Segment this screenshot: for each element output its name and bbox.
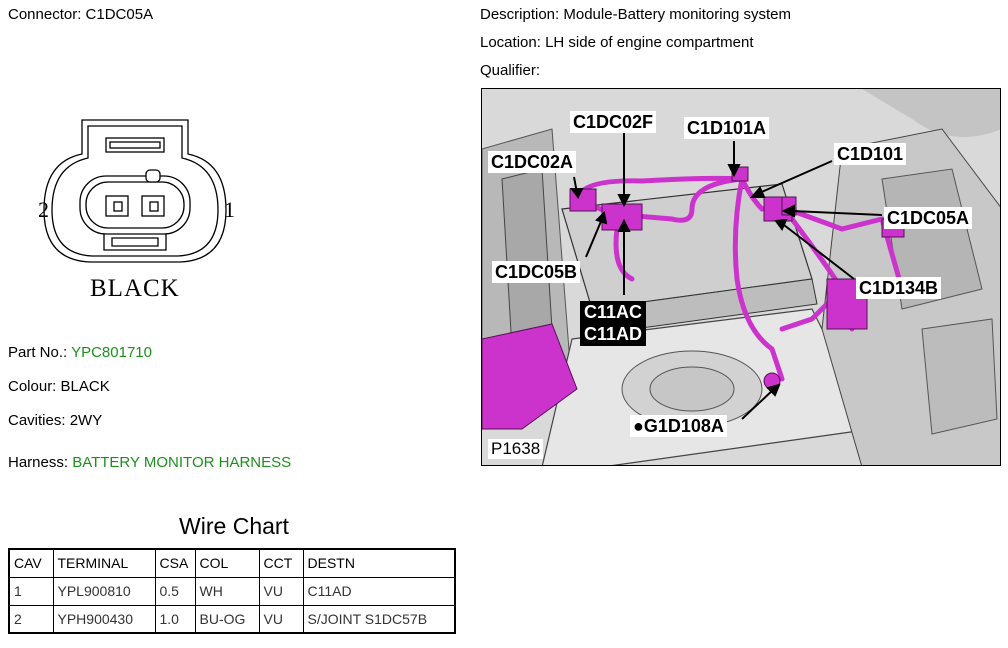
part-number-value[interactable]: YPC801710 xyxy=(71,344,152,361)
cell-col: WH xyxy=(194,576,260,606)
callout-c11ad: C11AD xyxy=(580,323,647,346)
cavities-line: Cavities: 2WY xyxy=(8,412,102,430)
callout-c1d101: C1D101 xyxy=(834,143,907,165)
wire-chart-table: CAV TERMINAL CSA COL CCT DESTN 1 YPL9008… xyxy=(8,548,456,634)
colour-label: Colour: xyxy=(8,378,57,395)
cell-destn: S/JOINT S1DC57B xyxy=(302,604,456,634)
connector-label: Connector: xyxy=(8,6,82,23)
callout-c1dc05b: C1DC05B xyxy=(492,261,581,283)
callout-c1dc05a: C1DC05A xyxy=(884,207,973,229)
callout-c11ac: C11AC xyxy=(580,301,647,324)
connector-title: Connector: C1DC05A xyxy=(8,6,153,24)
pin-right-number: 1 xyxy=(224,197,235,222)
description-label: Description: xyxy=(480,6,560,23)
qualifier-label: Qualifier: xyxy=(480,62,541,79)
table-row: 1 YPL900810 0.5 WH VU C11AD xyxy=(8,576,456,606)
pin-left-number: 2 xyxy=(38,197,49,222)
table-row: 2 YPH900430 1.0 BU-OG VU S/JOINT S1DC57B xyxy=(8,604,456,634)
harness-line: Harness: BATTERY MONITOR HARNESS xyxy=(8,454,291,472)
cell-col: BU-OG xyxy=(194,604,260,634)
location-value: LH side of engine compartment xyxy=(545,34,754,51)
connector-face-diagram: 2 1 BLACK xyxy=(30,110,250,310)
harness-label: Harness: xyxy=(8,454,69,471)
description-value: Module-Battery monitoring system xyxy=(563,6,791,23)
cell-terminal: YPL900810 xyxy=(52,576,156,606)
header-csa: CSA xyxy=(154,548,196,578)
location-photo: C1DC02F C1D101A C1D101 C1DC02A C1DC05A C… xyxy=(481,88,1001,466)
cavities-label: Cavities: xyxy=(8,412,66,429)
cell-terminal: YPH900430 xyxy=(52,604,156,634)
cell-csa: 0.5 xyxy=(154,576,196,606)
connector-value: C1DC05A xyxy=(85,6,154,23)
header-cct: CCT xyxy=(258,548,304,578)
part-number-line: Part No.: YPC801710 xyxy=(8,344,152,362)
cell-cav: 2 xyxy=(8,604,54,634)
photo-reference: P1638 xyxy=(488,439,544,459)
cell-csa: 1.0 xyxy=(154,604,196,634)
part-number-label: Part No.: xyxy=(8,344,68,361)
colour-line: Colour: BLACK xyxy=(8,378,110,396)
table-header-row: CAV TERMINAL CSA COL CCT DESTN xyxy=(8,548,456,578)
callout-g1d108a: ●G1D108A xyxy=(630,415,727,437)
location-label: Location: xyxy=(480,34,541,51)
callout-c1dc02f: C1DC02F xyxy=(570,111,657,133)
connector-face-icon: 2 1 BLACK xyxy=(38,119,235,302)
cell-destn: C11AD xyxy=(302,576,456,606)
colour-value: BLACK xyxy=(60,378,110,395)
pin-diagram-color-label: BLACK xyxy=(90,275,180,302)
location-line: Location: LH side of engine compartment xyxy=(480,34,754,52)
qualifier-line: Qualifier: xyxy=(480,62,540,80)
cell-cct: VU xyxy=(258,604,304,634)
cavities-value: 2WY xyxy=(69,412,103,429)
header-terminal: TERMINAL xyxy=(52,548,156,578)
cell-cct: VU xyxy=(258,576,304,606)
header-cav: CAV xyxy=(8,548,54,578)
description-line: Description: Module-Battery monitoring s… xyxy=(480,6,791,24)
callout-g1d108a-label: G1D108A xyxy=(643,416,724,436)
callout-c1d101a: C1D101A xyxy=(684,117,770,139)
header-col: COL xyxy=(194,548,260,578)
wire-chart-title: Wire Chart xyxy=(179,513,289,539)
callout-c1dc02a: C1DC02A xyxy=(488,151,577,173)
callout-c1d134b: C1D134B xyxy=(856,277,942,299)
ground-point-icon: ● xyxy=(633,416,644,436)
harness-value[interactable]: BATTERY MONITOR HARNESS xyxy=(72,454,292,471)
cell-cav: 1 xyxy=(8,576,54,606)
header-destn: DESTN xyxy=(302,548,456,578)
